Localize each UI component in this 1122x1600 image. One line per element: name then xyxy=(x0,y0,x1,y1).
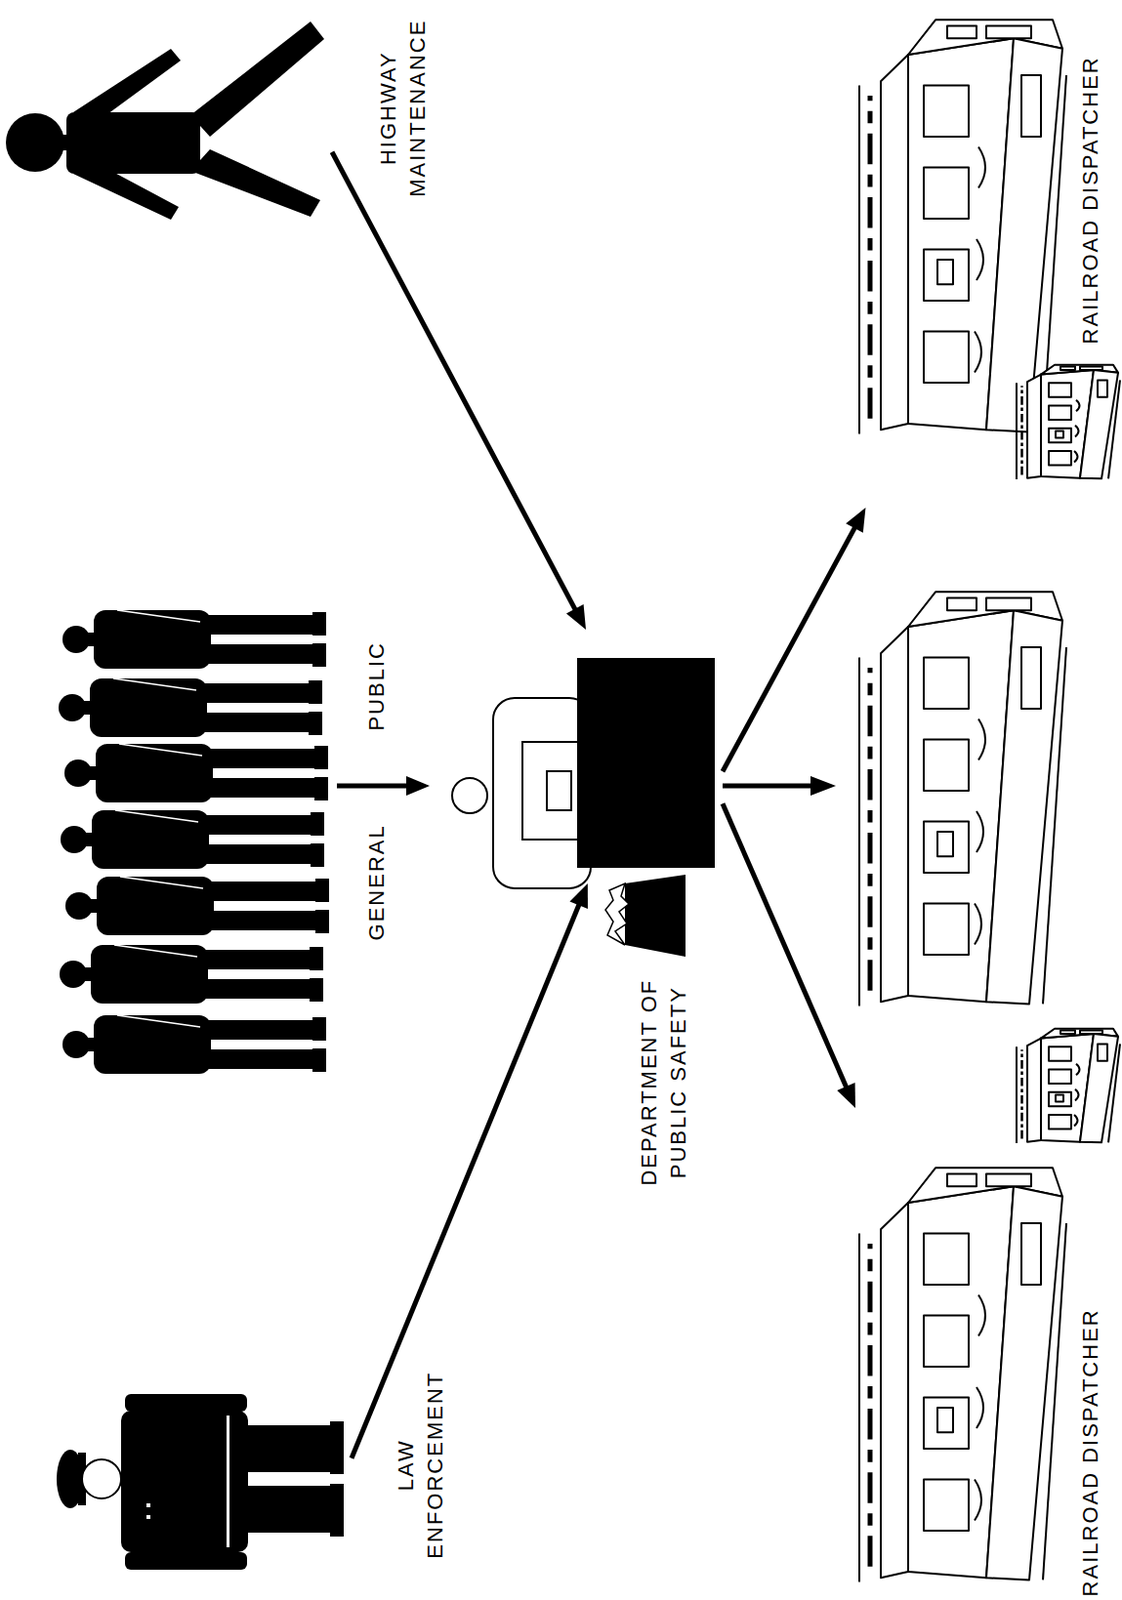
crowd-figure xyxy=(60,810,325,870)
police-officer-figure xyxy=(226,1415,230,1548)
police-officer-figure xyxy=(124,1552,248,1571)
arrow-shaft xyxy=(351,902,581,1459)
flow-arrow xyxy=(336,776,430,796)
arrowhead xyxy=(569,883,588,910)
node-label: GENERAL xyxy=(361,824,391,941)
arrowhead xyxy=(406,776,430,796)
label-holder: GENERAL xyxy=(361,824,391,941)
crowd-figure xyxy=(65,876,330,936)
arrow-shaft xyxy=(332,152,578,614)
dispatch-desk-figure xyxy=(624,874,686,957)
train-illustration xyxy=(859,591,1067,1006)
dispatch-desk-figure xyxy=(546,771,572,811)
dispatch-desk-figure xyxy=(577,658,715,869)
police-officer-figure xyxy=(330,1484,344,1538)
arrowhead xyxy=(566,604,586,630)
railroad-dispatcher-group: RAILROAD DISPATCHER xyxy=(851,1108,1116,1594)
crowd-figure xyxy=(62,1015,327,1075)
police-officer-figure xyxy=(124,1394,248,1413)
police-officer-figure xyxy=(239,1425,335,1473)
middle-dispatch-arrow xyxy=(722,776,836,796)
police-officer-figure xyxy=(82,1459,122,1499)
highway-worker-figure xyxy=(5,113,65,172)
train-illustration xyxy=(859,19,1067,434)
label-holder: LAW ENFORCEMENT xyxy=(391,1371,450,1559)
police-officer-figure xyxy=(146,1515,151,1520)
highway-maintenance-group: HIGHWAY MAINTENANCE xyxy=(9,9,333,225)
arrow-shaft xyxy=(722,525,857,773)
train-illustration xyxy=(859,1167,1067,1582)
flow-arrow xyxy=(332,152,586,630)
flow-arrow xyxy=(351,883,588,1459)
crowd-figure xyxy=(62,610,327,669)
crowd-figure xyxy=(58,678,323,738)
arrow-shaft xyxy=(336,784,411,790)
flow-arrow xyxy=(722,507,866,772)
highway-worker-figure xyxy=(73,161,179,220)
flow-arrow xyxy=(722,803,856,1109)
dispatch-desk-figure xyxy=(452,778,488,814)
label-holder: RAILROAD DISPATCHER xyxy=(1075,55,1105,344)
node-label: DEPARTMENT OF PUBLIC SAFETY xyxy=(634,967,693,1197)
police-officer-figure xyxy=(146,1503,151,1508)
police-officer-figure xyxy=(56,1394,344,1571)
police-officer-figure xyxy=(239,1486,335,1534)
node-label: RAILROAD DISPATCHER xyxy=(1075,55,1105,344)
highway-worker-figure xyxy=(190,149,321,217)
middle-dispatch-arrow xyxy=(810,776,836,796)
train-illustration xyxy=(1016,1029,1121,1144)
highway-worker-figure xyxy=(73,48,181,125)
crowd-figure xyxy=(59,945,324,1004)
arrowhead xyxy=(836,1082,856,1109)
train-illustration xyxy=(1016,365,1121,480)
dispatch-desk-figure xyxy=(493,698,591,889)
arrowhead xyxy=(845,507,866,534)
label-holder: RAILROAD DISPATCHER xyxy=(1075,1308,1105,1597)
dispatch-desk-figure xyxy=(522,742,579,840)
public-safety-desk: DEPARTMENT OF PUBLIC SAFETY xyxy=(429,629,723,884)
police-officer-figure xyxy=(121,1411,249,1553)
general-public-group: GENERALPUBLIC xyxy=(39,585,337,1109)
law-enforcement-group: LAW ENFORCEMENT xyxy=(58,1347,352,1597)
node-label: RAILROAD DISPATCHER xyxy=(1075,1308,1105,1597)
dispatch-desk-figure xyxy=(605,883,629,946)
middle-dispatch-arrow xyxy=(722,784,813,790)
railroad-dispatcher-group: RAILROAD DISPATCHER xyxy=(851,7,1116,508)
label-holder: PUBLIC xyxy=(361,641,391,731)
arrow-shaft xyxy=(722,803,848,1090)
label-holder: DEPARTMENT OF PUBLIC SAFETY xyxy=(634,967,693,1197)
police-officer-figure xyxy=(330,1421,344,1475)
crowd-figure xyxy=(64,744,329,803)
label-holder: HIGHWAY MAINTENANCE xyxy=(374,18,432,197)
node-label: HIGHWAY MAINTENANCE xyxy=(374,18,432,197)
highway-worker-figure xyxy=(66,112,201,174)
crowd-figure xyxy=(58,610,330,1075)
highway-worker-figure xyxy=(190,21,325,137)
highway-worker-figure xyxy=(5,21,325,220)
dispatch-desk-figure xyxy=(452,658,715,957)
node-label: LAW ENFORCEMENT xyxy=(391,1371,450,1559)
node-label: PUBLIC xyxy=(361,641,391,731)
